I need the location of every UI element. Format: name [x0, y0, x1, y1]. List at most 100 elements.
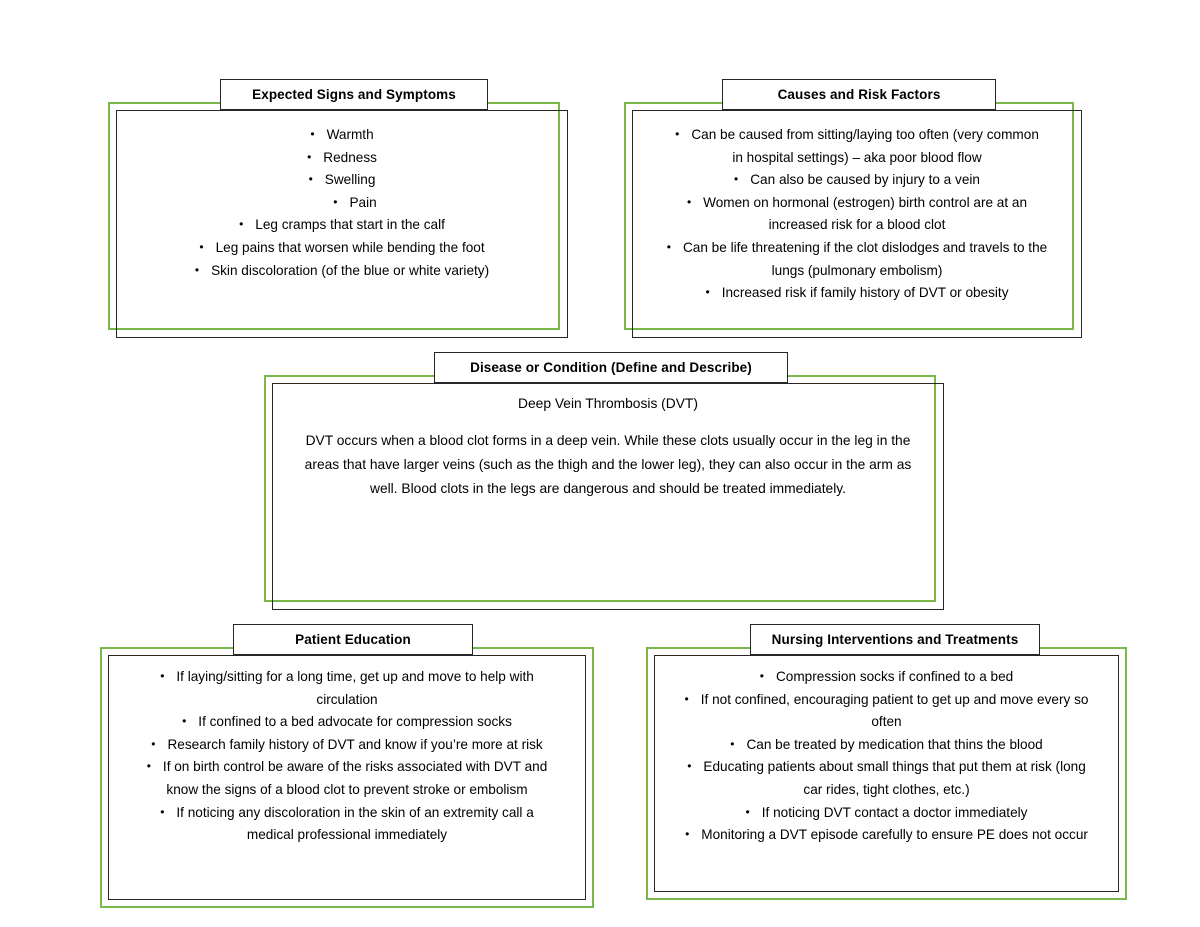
- list-item: • Leg cramps that start in the calf: [197, 214, 487, 237]
- box-content: • If laying/sitting for a long time, get …: [108, 655, 586, 900]
- list-item: • If on birth control be aware of the ris…: [142, 756, 552, 801]
- list-item: • Swelling: [280, 169, 404, 192]
- list-item: • Compression socks if confined to a bed: [722, 666, 1052, 689]
- list-item: • Monitoring a DVT episode carefully to e…: [682, 824, 1092, 847]
- list-item-label: Redness: [323, 149, 377, 165]
- list-item: • Increased risk if family history of DVT…: [668, 282, 1046, 305]
- list-item-label: Skin discoloration (of the blue or white…: [211, 262, 490, 278]
- bullet-icon: •: [194, 262, 200, 277]
- bullet-icon: •: [307, 149, 312, 164]
- bullet-icon: •: [151, 736, 156, 751]
- bullet-list: • If laying/sitting for a long time, get …: [122, 666, 572, 847]
- list-item: • Skin discoloration (of the blue or whit…: [142, 260, 542, 283]
- list-item-label: Monitoring a DVT episode carefully to en…: [701, 827, 1088, 843]
- bullet-list: • Warmth • Redness • Swelling • Pain • Leg cr…: [130, 124, 554, 282]
- bullet-icon: •: [199, 239, 204, 254]
- bullet-icon: •: [310, 127, 315, 141]
- bullet-icon: •: [333, 194, 338, 209]
- box-outline: [108, 655, 586, 900]
- box-title-expected-signs-and-symptoms: Expected Signs and Symptoms: [220, 79, 488, 110]
- list-item: • If laying/sitting for a long time, get …: [143, 666, 551, 711]
- list-item-label: Leg cramps that start in the calf: [255, 217, 445, 233]
- list-item: • Research family history of DVT and know…: [147, 734, 547, 757]
- list-item: • If not confined, encouraging patient to…: [679, 689, 1095, 734]
- box-content: • Can be caused from sitting/laying too o…: [632, 110, 1082, 338]
- list-item-label: Educating patients about small things th…: [703, 759, 1086, 797]
- bullet-icon: •: [734, 172, 739, 187]
- list-item: • Can be life threatening if the clot dis…: [651, 237, 1063, 282]
- list-item-label: If confined to a bed advocate for compre…: [198, 714, 512, 730]
- box-expected-signs-and-symptoms: • Warmth • Redness • Swelling • Pain • Leg cr…: [108, 102, 568, 338]
- list-item-label: Compression socks if confined to a bed: [775, 669, 1014, 684]
- definition-body: DVT occurs when a blood clot forms in a …: [304, 433, 912, 496]
- list-item: • Redness: [280, 147, 404, 170]
- box-title-patient-education: Patient Education: [233, 624, 473, 655]
- list-item-label: Women on hormonal (estrogen) birth contr…: [703, 194, 1028, 233]
- bullet-icon: •: [146, 759, 151, 774]
- box-outline: [632, 110, 1082, 338]
- bullet-icon: •: [675, 127, 680, 141]
- list-item-label: Swelling: [324, 172, 376, 188]
- box-patient-education: • If laying/sitting for a long time, get …: [100, 647, 594, 908]
- bullet-icon: •: [759, 669, 764, 683]
- title-label: Nursing Interventions and Treatments: [771, 632, 1019, 647]
- list-item-label: Can be treated by medication that thins …: [746, 736, 1043, 752]
- list-item-label: Can be caused from sitting/laying too of…: [691, 127, 1039, 165]
- definition-heading: Deep Vein Thrombosis (DVT): [518, 396, 698, 411]
- list-item-label: Can be life threatening if the clot disl…: [682, 239, 1048, 278]
- title-label: Disease or Condition (Define and Describ…: [470, 360, 752, 375]
- box-disease-or-condition: Deep Vein Thrombosis (DVT) DVT occurs wh…: [264, 375, 944, 610]
- list-item: • Women on hormonal (estrogen) birth cont…: [660, 192, 1054, 237]
- bullet-icon: •: [730, 736, 735, 751]
- list-item: • If noticing DVT contact a doctor immedi…: [717, 802, 1057, 825]
- bullet-icon: •: [686, 194, 692, 209]
- list-item: • If confined to a bed advocate for compr…: [147, 711, 547, 734]
- list-item: • Educating patients about small things t…: [679, 756, 1095, 801]
- list-item: • Can be caused from sitting/laying too o…: [669, 124, 1045, 169]
- list-item-label: Leg pains that worsen while bending the …: [215, 239, 485, 255]
- box-title-causes-and-risk-factors: Causes and Risk Factors: [722, 79, 996, 110]
- box-title-disease-or-condition: Disease or Condition (Define and Describ…: [434, 352, 788, 383]
- title-label: Causes and Risk Factors: [777, 87, 941, 102]
- list-item-label: Warmth: [326, 127, 374, 142]
- list-item-label: If noticing any discoloration in the ski…: [176, 804, 534, 843]
- bullet-icon: •: [182, 714, 187, 729]
- list-item: • If noticing any discoloration in the sk…: [145, 802, 549, 847]
- bullet-icon: •: [684, 691, 689, 706]
- list-item-label: Can also be caused by injury to a vein: [750, 172, 980, 188]
- box-nursing-interventions-and-treatments: •Compression socks if confined to a bed …: [646, 647, 1127, 900]
- box-content: •Compression socks if confined to a bed …: [654, 655, 1119, 892]
- box-content: Deep Vein Thrombosis (DVT) DVT occurs wh…: [272, 383, 944, 610]
- list-item: • Pain: [277, 192, 407, 215]
- box-outline: [654, 655, 1119, 892]
- bullet-icon: •: [687, 759, 692, 774]
- bullet-icon: •: [666, 239, 671, 254]
- box-outline: [272, 383, 944, 610]
- list-item: • Can also be caused by injury to a vein: [699, 169, 1015, 192]
- list-item: • Can be treated by medication that thins…: [700, 734, 1074, 757]
- bullet-icon: •: [745, 804, 750, 819]
- title-label: Patient Education: [295, 632, 411, 647]
- list-item-label: Pain: [349, 194, 377, 210]
- list-item: • Leg pains that worsen while bending the…: [152, 237, 532, 260]
- box-causes-and-risk-factors: • Can be caused from sitting/laying too o…: [624, 102, 1082, 338]
- box-outline: [116, 110, 568, 338]
- title-label: Expected Signs and Symptoms: [252, 87, 456, 102]
- bullet-list: •Compression socks if confined to a bed …: [668, 666, 1105, 847]
- box-title-nursing-interventions-and-treatments: Nursing Interventions and Treatments: [750, 624, 1040, 655]
- list-item-label: Research family history of DVT and know …: [167, 736, 543, 752]
- bullet-list: • Can be caused from sitting/laying too o…: [646, 124, 1068, 305]
- list-item-label: If laying/sitting for a long time, get u…: [176, 669, 534, 707]
- list-item-label: If noticing DVT contact a doctor immedia…: [761, 804, 1028, 820]
- bullet-icon: •: [685, 827, 690, 842]
- bullet-icon: •: [308, 172, 313, 187]
- bullet-icon: •: [160, 804, 165, 819]
- bullet-icon: •: [160, 669, 165, 683]
- bullet-icon: •: [239, 217, 244, 232]
- list-item: • Warmth: [282, 124, 402, 147]
- bullet-icon: •: [705, 285, 710, 300]
- list-item-label: If not confined, encouraging patient to …: [700, 691, 1089, 730]
- list-item-label: Increased risk if family history of DVT …: [721, 285, 1009, 301]
- box-content: • Warmth • Redness • Swelling • Pain • Leg cr…: [116, 110, 568, 338]
- list-item-label: If on birth control be aware of the risk…: [162, 759, 548, 797]
